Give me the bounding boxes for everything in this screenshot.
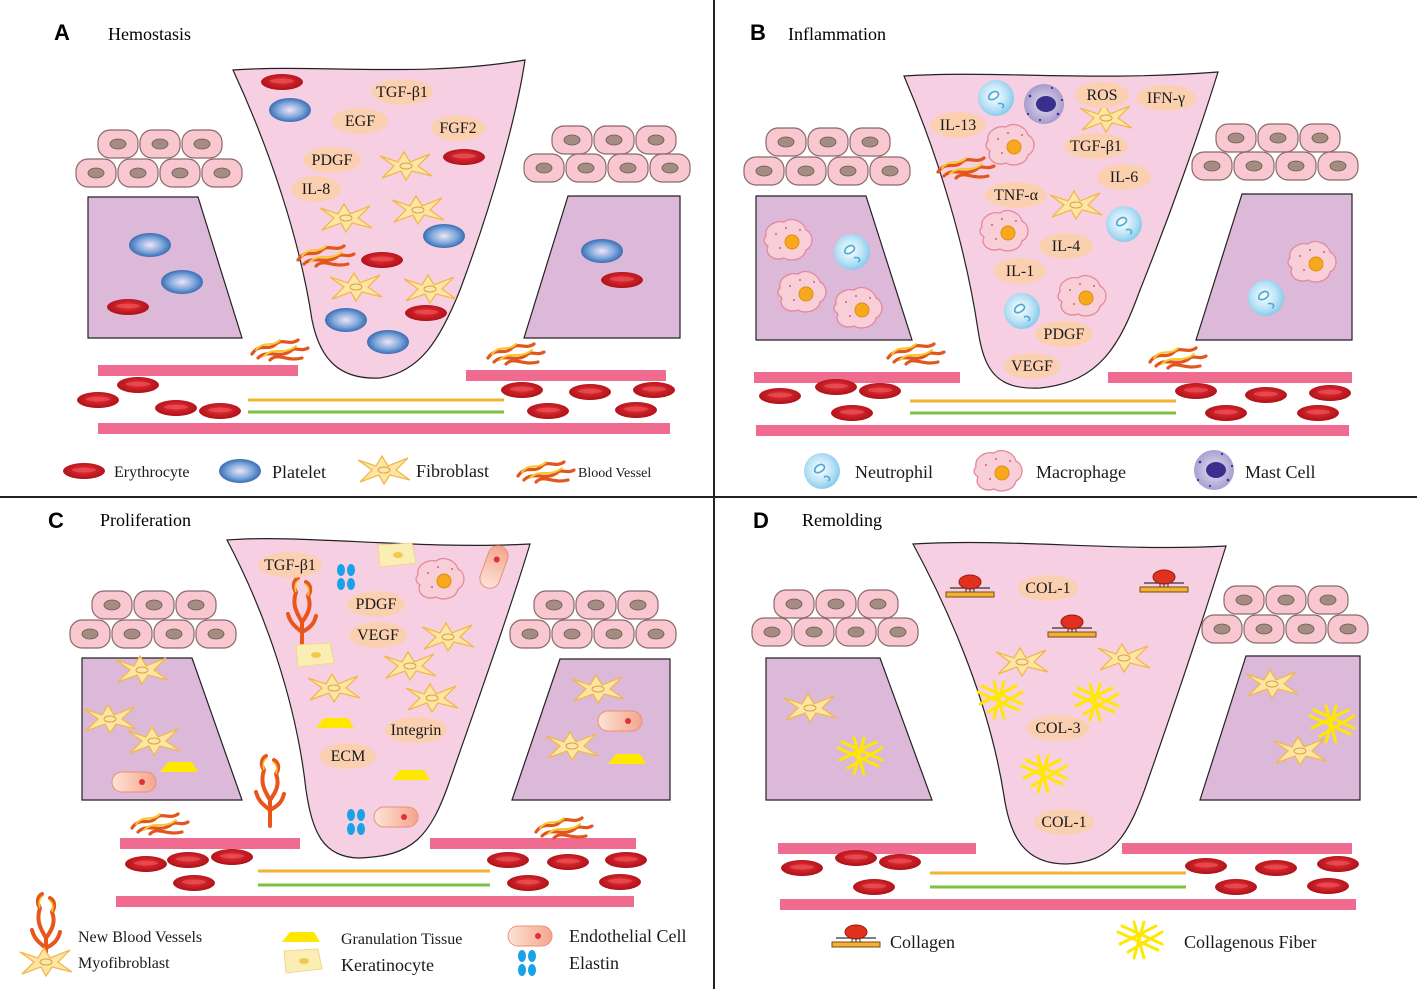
legend-label: Platelet bbox=[272, 462, 326, 482]
factor-label: IL-1 bbox=[1006, 263, 1034, 280]
factor-label: ECM bbox=[331, 748, 366, 765]
epidermis-left bbox=[75, 129, 243, 188]
factor-label: EGF bbox=[345, 113, 375, 130]
legend-label: Neutrophil bbox=[855, 462, 933, 482]
legend-label: Erythrocyte bbox=[114, 464, 190, 481]
panel-letter: D bbox=[753, 508, 769, 533]
epidermis-right bbox=[1191, 123, 1359, 181]
panel-title: Inflammation bbox=[788, 24, 886, 44]
legend-label: Myofibroblast bbox=[78, 955, 170, 972]
factor-label: ROS bbox=[1086, 87, 1117, 104]
factor-label: IFN-γ bbox=[1147, 90, 1185, 107]
factor-labels: TGF-β1 PDGF VEGF Integrin ECM bbox=[258, 552, 447, 769]
dermis-right bbox=[511, 658, 671, 801]
factor-label: VEGF bbox=[357, 627, 399, 644]
panel-title: Hemostasis bbox=[108, 24, 191, 44]
legend-a: Erythrocyte Platelet Fibroblast Blood Ve… bbox=[63, 455, 651, 485]
panel-letter: C bbox=[48, 508, 64, 533]
epidermis-left bbox=[751, 589, 919, 647]
factor-labels: COL-1 COL-3 COL-1 bbox=[1018, 575, 1094, 835]
factor-label: COL-3 bbox=[1035, 720, 1080, 737]
factor-label: TGF-β1 bbox=[376, 84, 428, 101]
dermis-left bbox=[755, 195, 913, 341]
panel-b: B Inflammation ROS bbox=[743, 20, 1359, 492]
factor-label: COL-1 bbox=[1041, 814, 1086, 831]
legend-c: New Blood Vessels Myofibroblast Granulat… bbox=[19, 892, 686, 977]
factor-label: PDGF bbox=[312, 152, 353, 169]
legend-label: Collagen bbox=[890, 932, 955, 952]
legend-b: Neutrophil Macrophage Mast Cell bbox=[803, 449, 1316, 492]
legend-label: New Blood Vessels bbox=[78, 929, 202, 946]
factor-label: IL-13 bbox=[940, 117, 976, 134]
panel-a: A Hemostasis bbox=[54, 20, 691, 485]
panel-title: Proliferation bbox=[100, 510, 191, 530]
panel-title: Remolding bbox=[802, 510, 882, 530]
panel-c: C Proliferation bbox=[19, 508, 686, 977]
factor-label: IL-6 bbox=[1110, 169, 1138, 186]
factor-label: PDGF bbox=[356, 596, 397, 613]
factor-label: PDGF bbox=[1044, 326, 1085, 343]
factor-label: TGF-β1 bbox=[1070, 138, 1122, 155]
epidermis-right bbox=[1201, 585, 1369, 644]
legend-label: Granulation Tissue bbox=[341, 931, 462, 948]
epidermis-left bbox=[743, 127, 911, 186]
factor-labels: ROS IFN-γ IL-13 TGF-β1 IL-6 TNF-α IL-4 I… bbox=[930, 82, 1196, 379]
legend-label: Keratinocyte bbox=[341, 955, 434, 975]
factor-label: VEGF bbox=[1011, 358, 1053, 375]
legend-label: Collagenous Fiber bbox=[1184, 932, 1317, 952]
legend-label: Elastin bbox=[569, 953, 619, 973]
dermis-right bbox=[1199, 655, 1361, 801]
wound-bed bbox=[912, 541, 1227, 865]
legend-label: Macrophage bbox=[1036, 462, 1126, 482]
panel-letter: A bbox=[54, 20, 70, 45]
dermis-left bbox=[81, 657, 243, 801]
dermis-right bbox=[523, 195, 681, 339]
factor-label: COL-1 bbox=[1025, 580, 1070, 597]
factor-label: FGF2 bbox=[439, 120, 476, 137]
epidermis-right bbox=[509, 590, 677, 649]
factor-label: IL-8 bbox=[302, 181, 330, 198]
wound-bed bbox=[903, 71, 1219, 389]
dermis-right bbox=[1195, 193, 1353, 341]
factor-label: TGF-β1 bbox=[264, 557, 316, 574]
legend-label: Fibroblast bbox=[416, 461, 489, 481]
epidermis-left bbox=[69, 590, 237, 649]
factor-label: TNF-α bbox=[994, 187, 1039, 204]
legend-label: Blood Vessel bbox=[578, 466, 651, 481]
legend-label: Endothelial Cell bbox=[569, 926, 686, 946]
panel-d: D Remolding COL-1 COL-3 bbox=[751, 508, 1369, 960]
factor-label: IL-4 bbox=[1052, 238, 1080, 255]
panel-letter: B bbox=[750, 20, 766, 45]
dermis-left bbox=[87, 196, 243, 339]
factor-label: Integrin bbox=[391, 722, 442, 739]
factor-labels: TGF-β1 EGF FGF2 PDGF IL-8 bbox=[291, 79, 485, 202]
dermis-left bbox=[765, 657, 933, 801]
epidermis-right bbox=[523, 125, 691, 183]
legend-d: Collagen Collagenous Fiber bbox=[831, 920, 1317, 960]
legend-label: Mast Cell bbox=[1245, 462, 1316, 482]
